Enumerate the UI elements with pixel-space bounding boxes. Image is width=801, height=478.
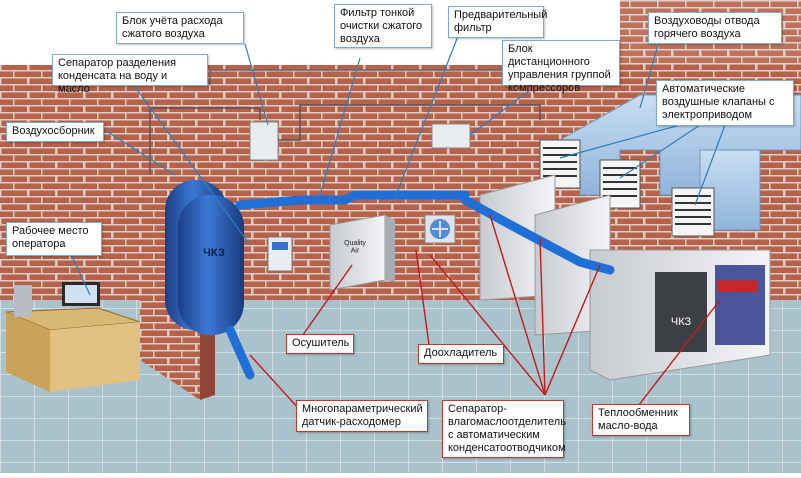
- label-fine-filter: Фильтр тонкой очистки сжатого воздуха: [334, 4, 432, 48]
- label-operator-workplace: Рабочее место оператора: [6, 222, 102, 256]
- label-auto-valves: Автоматические воздушные клапаны с элект…: [656, 80, 794, 126]
- compressor-units: ЧКЗ: [479, 174, 771, 381]
- label-heat-exchanger: Теплообменник масло-вода: [592, 404, 690, 436]
- remote-control-cabinet: [431, 123, 471, 149]
- air-pipeline: [225, 190, 615, 380]
- receiver-logo-text: ЧКЗ: [203, 247, 225, 259]
- label-pre-filter: Предварительный фильтр: [448, 6, 547, 38]
- label-air-receiver: Воздухосборник: [6, 122, 104, 142]
- flow-meter-cabinet: [249, 121, 279, 161]
- label-hot-air-ducts: Воздуховоды отвода горячего воздуха: [648, 12, 782, 44]
- label-aftercooler: Доохладитель: [418, 344, 504, 364]
- label-dryer: Осушитель: [286, 334, 354, 354]
- label-multi-sensor: Многопараметрический датчик-расходомер: [296, 400, 428, 432]
- air-receivers: ЧКЗ: [165, 180, 244, 335]
- label-moisture-separator: Сепаратор- влагомаслоотделитель с автома…: [442, 400, 566, 458]
- leader-lines-red: [249, 214, 721, 411]
- label-remote-control: Блок дистанционного управления группой к…: [502, 40, 620, 94]
- leader-lines-blue: [69, 35, 726, 296]
- label-condensate-separator: Сепаратор разделения конденсата на воду …: [52, 54, 208, 95]
- operator-desk: [5, 282, 141, 392]
- aftercooler-unit: [424, 214, 456, 244]
- label-flow-meter-block: Блок учёта расхода сжатого воздуха: [116, 12, 244, 44]
- compressor-logo-text: ЧКЗ: [671, 316, 692, 328]
